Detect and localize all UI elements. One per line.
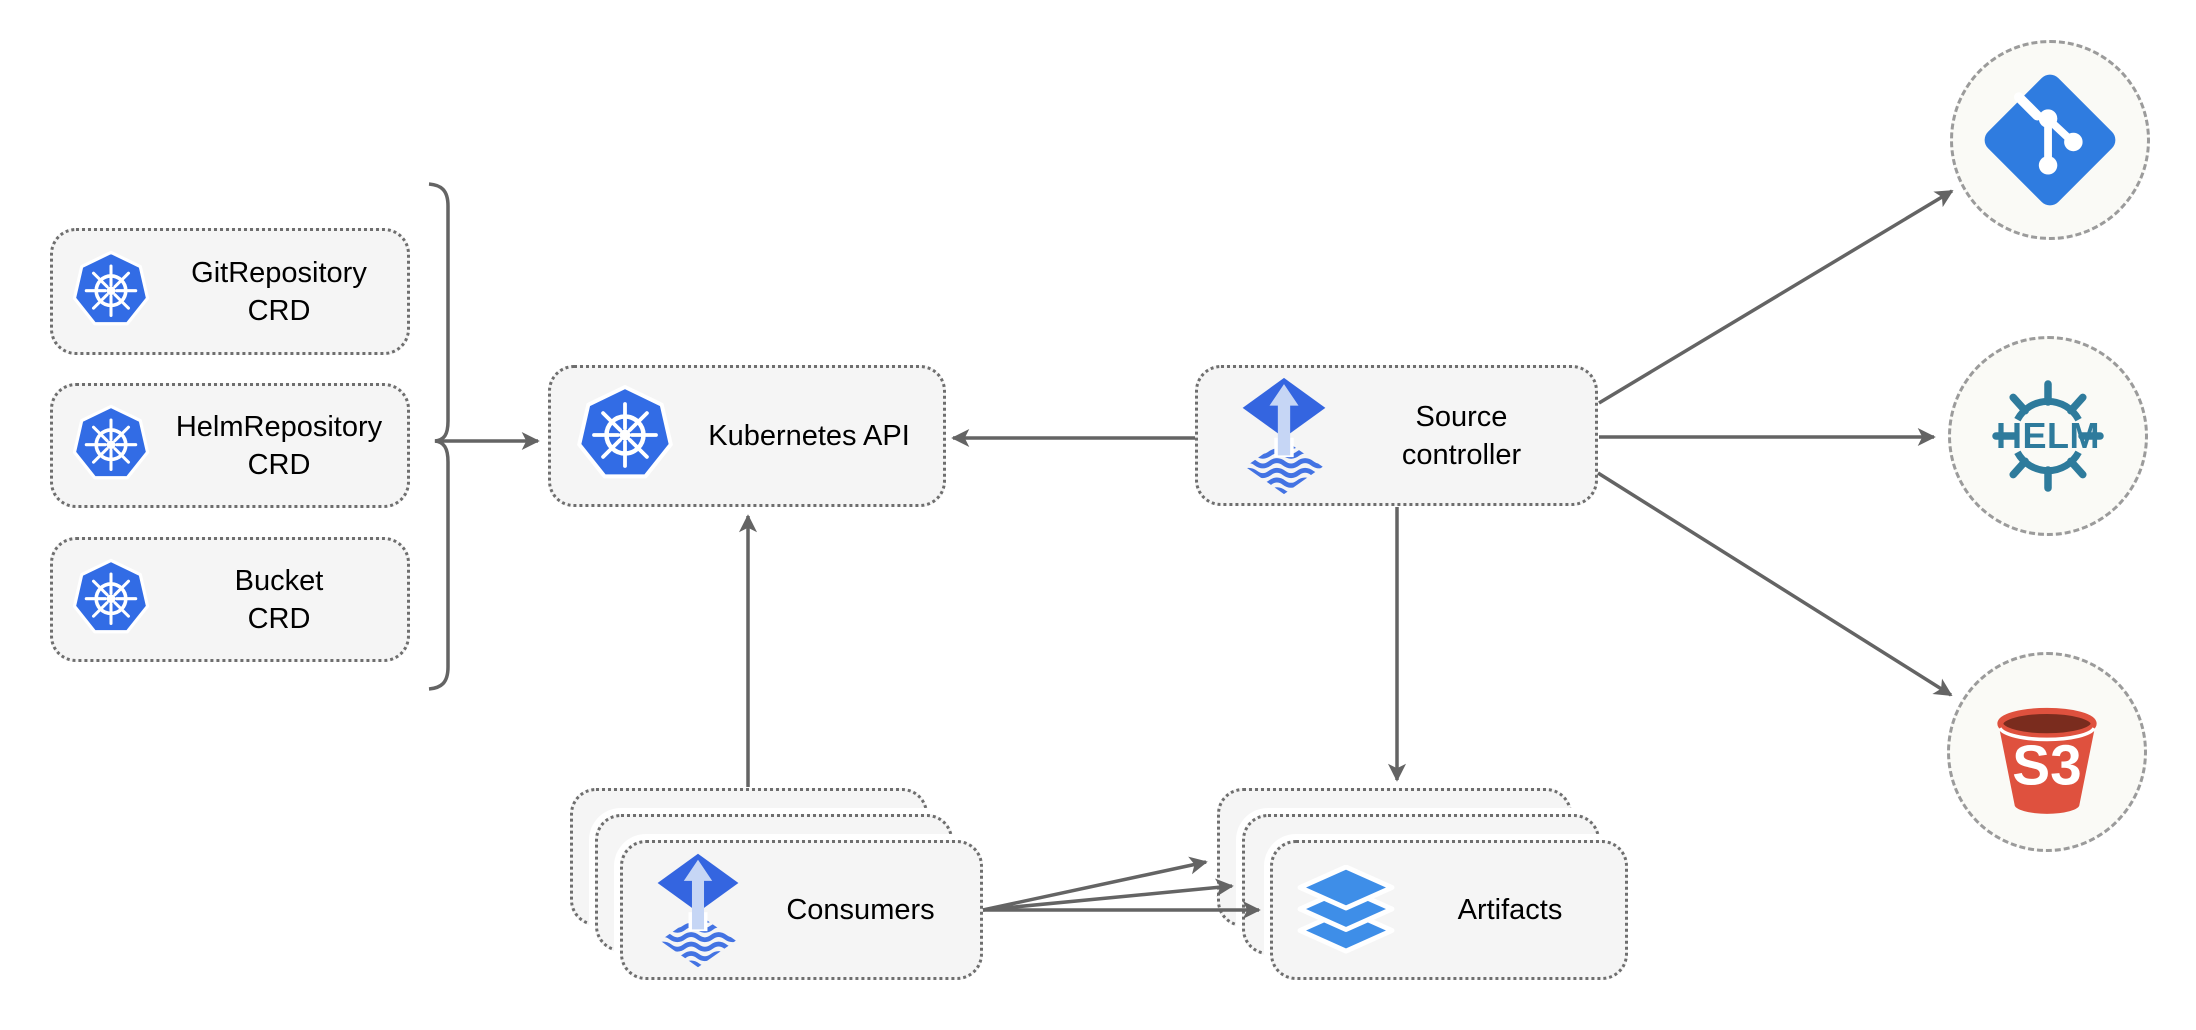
helm-logo-text: HELM — [1996, 415, 2100, 456]
edge-source-controller-to-s3 — [1597, 471, 1953, 697]
kubernetes-icon — [72, 250, 150, 326]
layers-icon — [1297, 865, 1395, 954]
s3-logo-text: S3 — [2012, 734, 2081, 797]
node-label: Consumers — [786, 894, 935, 926]
flux-icon — [1242, 377, 1326, 494]
external-source-git — [1950, 40, 2150, 240]
kubernetes-icon — [72, 558, 150, 634]
node-label: Artifacts — [1457, 894, 1563, 926]
node-label: Source controller — [1401, 400, 1522, 471]
flux-icon — [657, 853, 739, 967]
external-source-s3: S3 — [1947, 652, 2147, 852]
helm-icon: HELM — [1992, 380, 2104, 492]
node-helmrepository-crd: HelmRepository CRD — [50, 383, 410, 508]
node-gitrepository-crd: GitRepository CRD — [50, 228, 410, 355]
node-label: Kubernetes API — [708, 420, 910, 452]
node-source-controller: Source controller — [1195, 365, 1598, 506]
crd-group-bracket — [428, 182, 450, 691]
git-icon — [1984, 74, 2116, 206]
node-consumers: Consumers — [620, 840, 983, 980]
kubernetes-icon — [72, 404, 150, 480]
node-label: GitRepository CRD — [191, 256, 367, 327]
edge-consumers-to-artifacts-2 — [982, 878, 1234, 912]
node-artifacts: Artifacts — [1270, 840, 1628, 980]
edge-consumers-to-artifacts-1 — [982, 856, 1208, 912]
external-source-helm: HELM — [1948, 336, 2148, 536]
node-kubernetes-api: Kubernetes API — [548, 365, 946, 507]
kubernetes-icon — [577, 385, 673, 479]
node-label: Bucket CRD — [234, 564, 324, 635]
s3-bucket-icon: S3 — [1997, 707, 2097, 814]
node-label: HelmRepository CRD — [175, 410, 383, 481]
node-bucket-crd: Bucket CRD — [50, 537, 410, 662]
edge-source-controller-to-git — [1598, 189, 1954, 405]
